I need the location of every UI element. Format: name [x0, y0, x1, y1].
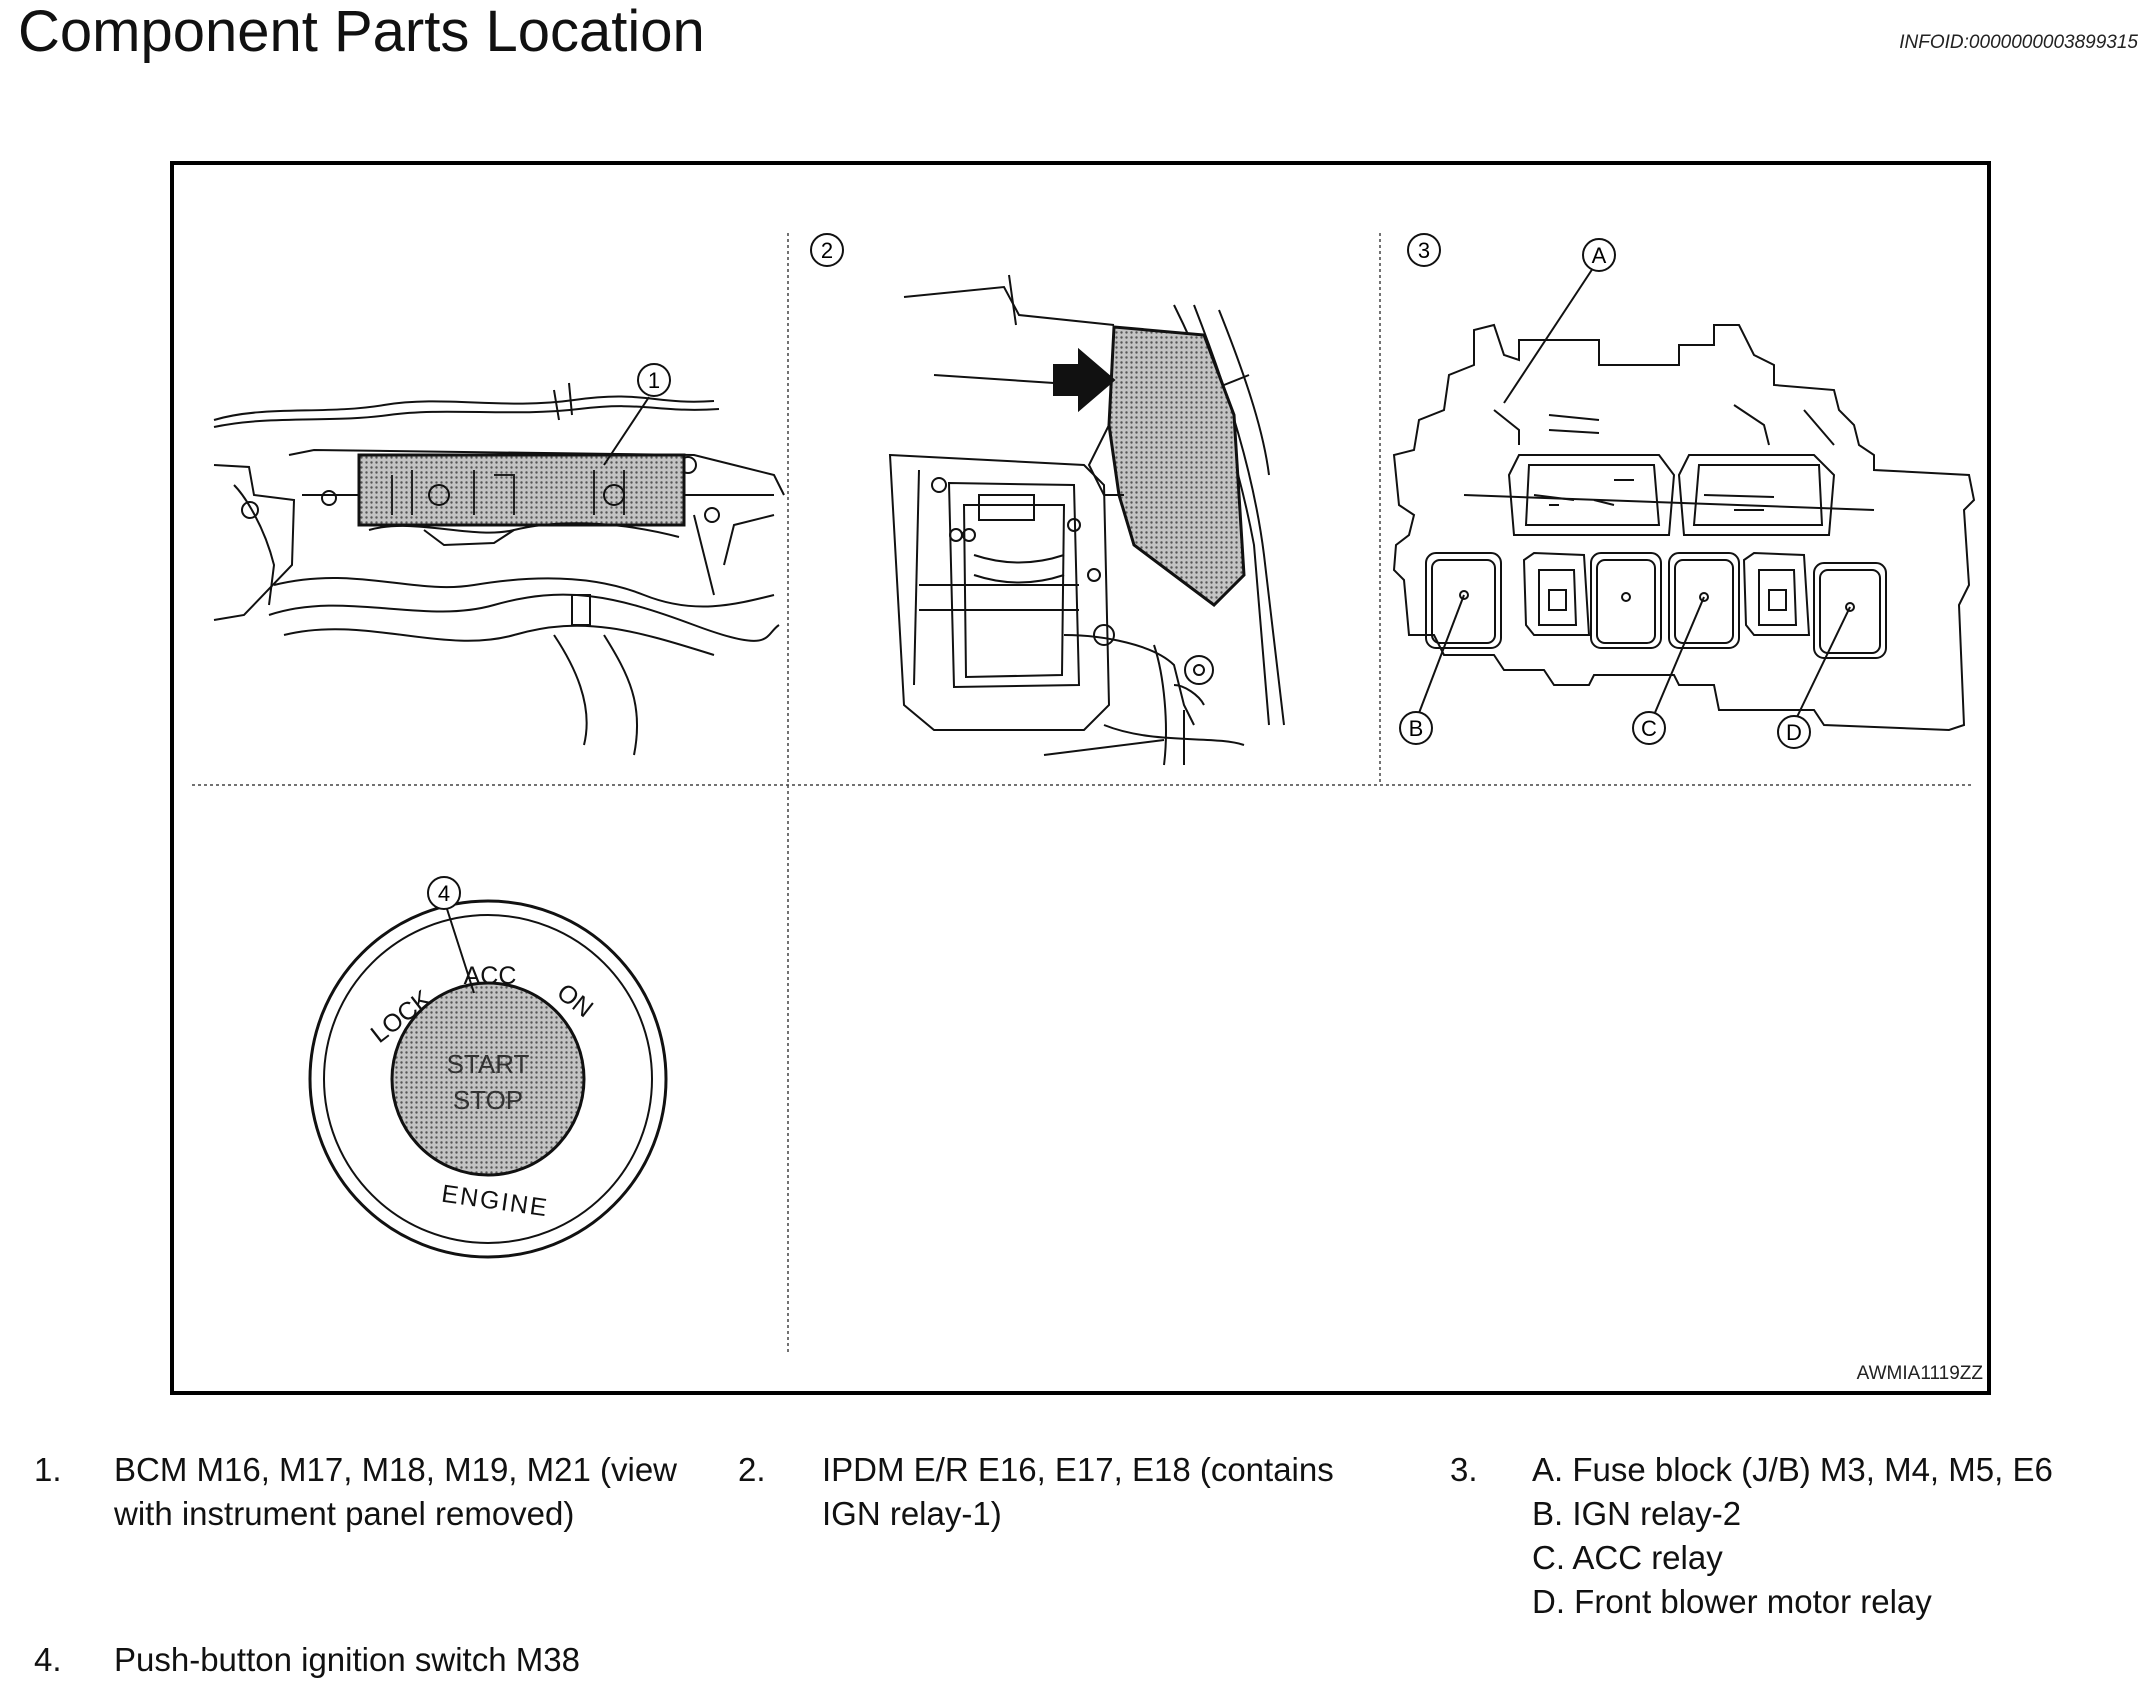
- legend-item-3: 3. A. Fuse block (J/B) M3, M4, M5, E6 B.…: [0, 1448, 2140, 1638]
- callout-a: A: [1582, 238, 1616, 272]
- legend-text: A. Fuse block (J/B) M3, M4, M5, E6: [1532, 1451, 2053, 1488]
- legend-text: C. ACC relay: [1532, 1539, 1723, 1576]
- callout-3: 3: [1407, 233, 1441, 267]
- callout-2-label: 2: [821, 238, 833, 263]
- legend-text: BCM M16, M17, M18, M19, M21 (view: [114, 1451, 677, 1488]
- callout-1: 1: [637, 363, 671, 397]
- callout-b: B: [1399, 711, 1433, 745]
- callout-d-label: D: [1786, 720, 1802, 745]
- callout-4-label: 4: [438, 881, 450, 906]
- start-label: START: [447, 1049, 530, 1079]
- callout-c-label: C: [1641, 716, 1657, 741]
- callout-3-label: 3: [1418, 238, 1430, 263]
- legend-text: D. Front blower motor relay: [1532, 1583, 1932, 1620]
- legend-item-4: 4. Push-button ignition switch M38: [0, 1638, 720, 1682]
- ignition-switch-drawing: START STOP ACC LOCK ON ENGINE: [308, 899, 668, 1259]
- bcm-drawing: [213, 382, 785, 756]
- legend-number: 4.: [34, 1641, 62, 1678]
- legend-number: 3.: [1450, 1451, 1478, 1488]
- legend-text: with instrument panel removed): [114, 1495, 575, 1532]
- legend-number: 2.: [738, 1451, 766, 1488]
- stop-label: STOP: [453, 1085, 523, 1115]
- legend-text: Push-button ignition switch M38: [114, 1641, 580, 1678]
- callout-c: C: [1632, 711, 1666, 745]
- start-stop-button: [390, 981, 586, 1177]
- acc-label: ACC: [464, 962, 517, 990]
- figure-code: AWMIA1119ZZ: [1856, 1363, 1983, 1384]
- legend-item-2: 2. IPDM E/R E16, E17, E18 (contains IGN …: [0, 1448, 1440, 1548]
- legend-item-1: 1. BCM M16, M17, M18, M19, M21 (view wit…: [0, 1448, 720, 1548]
- callout-d: D: [1777, 715, 1811, 749]
- callout-1-label: 1: [648, 368, 660, 393]
- component-illustration: 1: [192, 233, 1976, 1355]
- engine-label: ENGINE: [440, 1180, 551, 1223]
- callout-a-label: A: [1592, 243, 1607, 268]
- legend-number: 1.: [34, 1451, 62, 1488]
- callout-2: 2: [810, 233, 844, 267]
- callout-4: 4: [427, 876, 461, 910]
- legend-text: B. IGN relay-2: [1532, 1495, 1742, 1532]
- figure-frame: 1: [170, 161, 1991, 1395]
- info-id: INFOID:0000000003899315: [1899, 32, 2138, 53]
- panel-dividers: [192, 233, 1974, 1355]
- legend-text: IGN relay-1): [822, 1495, 1002, 1532]
- fuse-block-drawing: [1392, 258, 1976, 732]
- page-title: Component Parts Location: [18, 0, 705, 64]
- legend-text: IPDM E/R E16, E17, E18 (contains: [822, 1451, 1334, 1488]
- callout-b-label: B: [1409, 716, 1424, 741]
- ipdm-drawing: [888, 274, 1285, 766]
